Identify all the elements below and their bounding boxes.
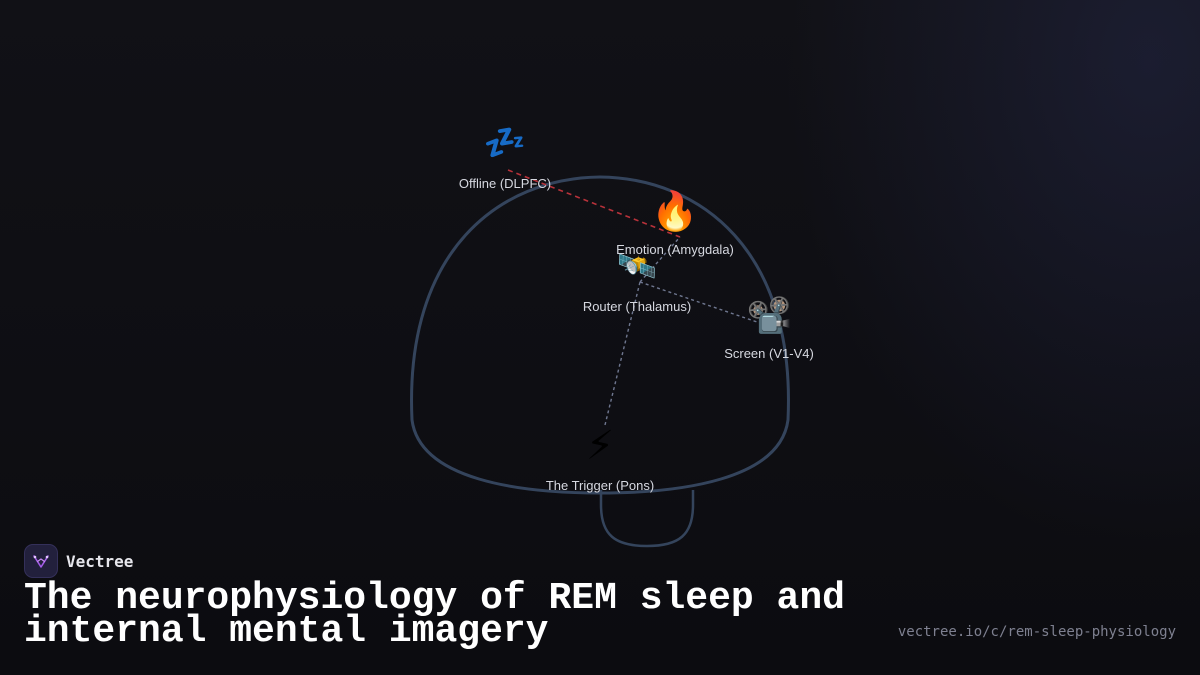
brand-name: Vectree xyxy=(66,551,134,571)
node-label-offline: Offline (DLPFC) xyxy=(459,176,551,191)
node-label-screen: Screen (V1-V4) xyxy=(724,346,814,361)
lightning-icon: ⚡ xyxy=(586,423,614,469)
movie-camera-icon: 📽️ xyxy=(747,296,792,337)
fire-icon: 🔥 xyxy=(651,189,698,233)
brand: Vectree xyxy=(24,544,133,578)
brainstem-outline xyxy=(599,490,695,548)
connection-router-emotion xyxy=(639,236,681,283)
node-label-emotion: Emotion (Amygdala) xyxy=(616,242,734,257)
connection-offline-emotion xyxy=(507,169,681,238)
connection-trigger-router xyxy=(604,281,641,426)
node-router: 🛰️ Router (Thalamus) xyxy=(583,247,691,314)
node-offline: 💤 Offline (DLPFC) xyxy=(459,123,551,191)
node-label-trigger: The Trigger (Pons) xyxy=(546,478,654,493)
satellite-icon: 🛰️ xyxy=(617,247,657,285)
nodes-layer: 💤 Offline (DLPFC) 🔥 Emotion (Amygdala)🛰️ Rou… xyxy=(459,123,814,493)
source-url: vectree.io/c/rem-sleep-physiology xyxy=(897,624,1176,640)
node-trigger: ⚡ The Trigger (Pons) xyxy=(546,423,654,493)
brain-outline xyxy=(410,175,790,495)
vectree-logo-icon xyxy=(24,544,58,578)
zzz-icon: 💤 xyxy=(484,123,526,163)
node-screen: 📽️ Screen (V1-V4) xyxy=(724,296,814,362)
node-label-router: Router (Thalamus) xyxy=(583,299,691,314)
connections-layer xyxy=(507,169,761,426)
page-title: The neurophysiology of REM sleep and int… xyxy=(24,577,845,653)
node-emotion: 🔥 Emotion (Amygdala) xyxy=(616,189,734,257)
